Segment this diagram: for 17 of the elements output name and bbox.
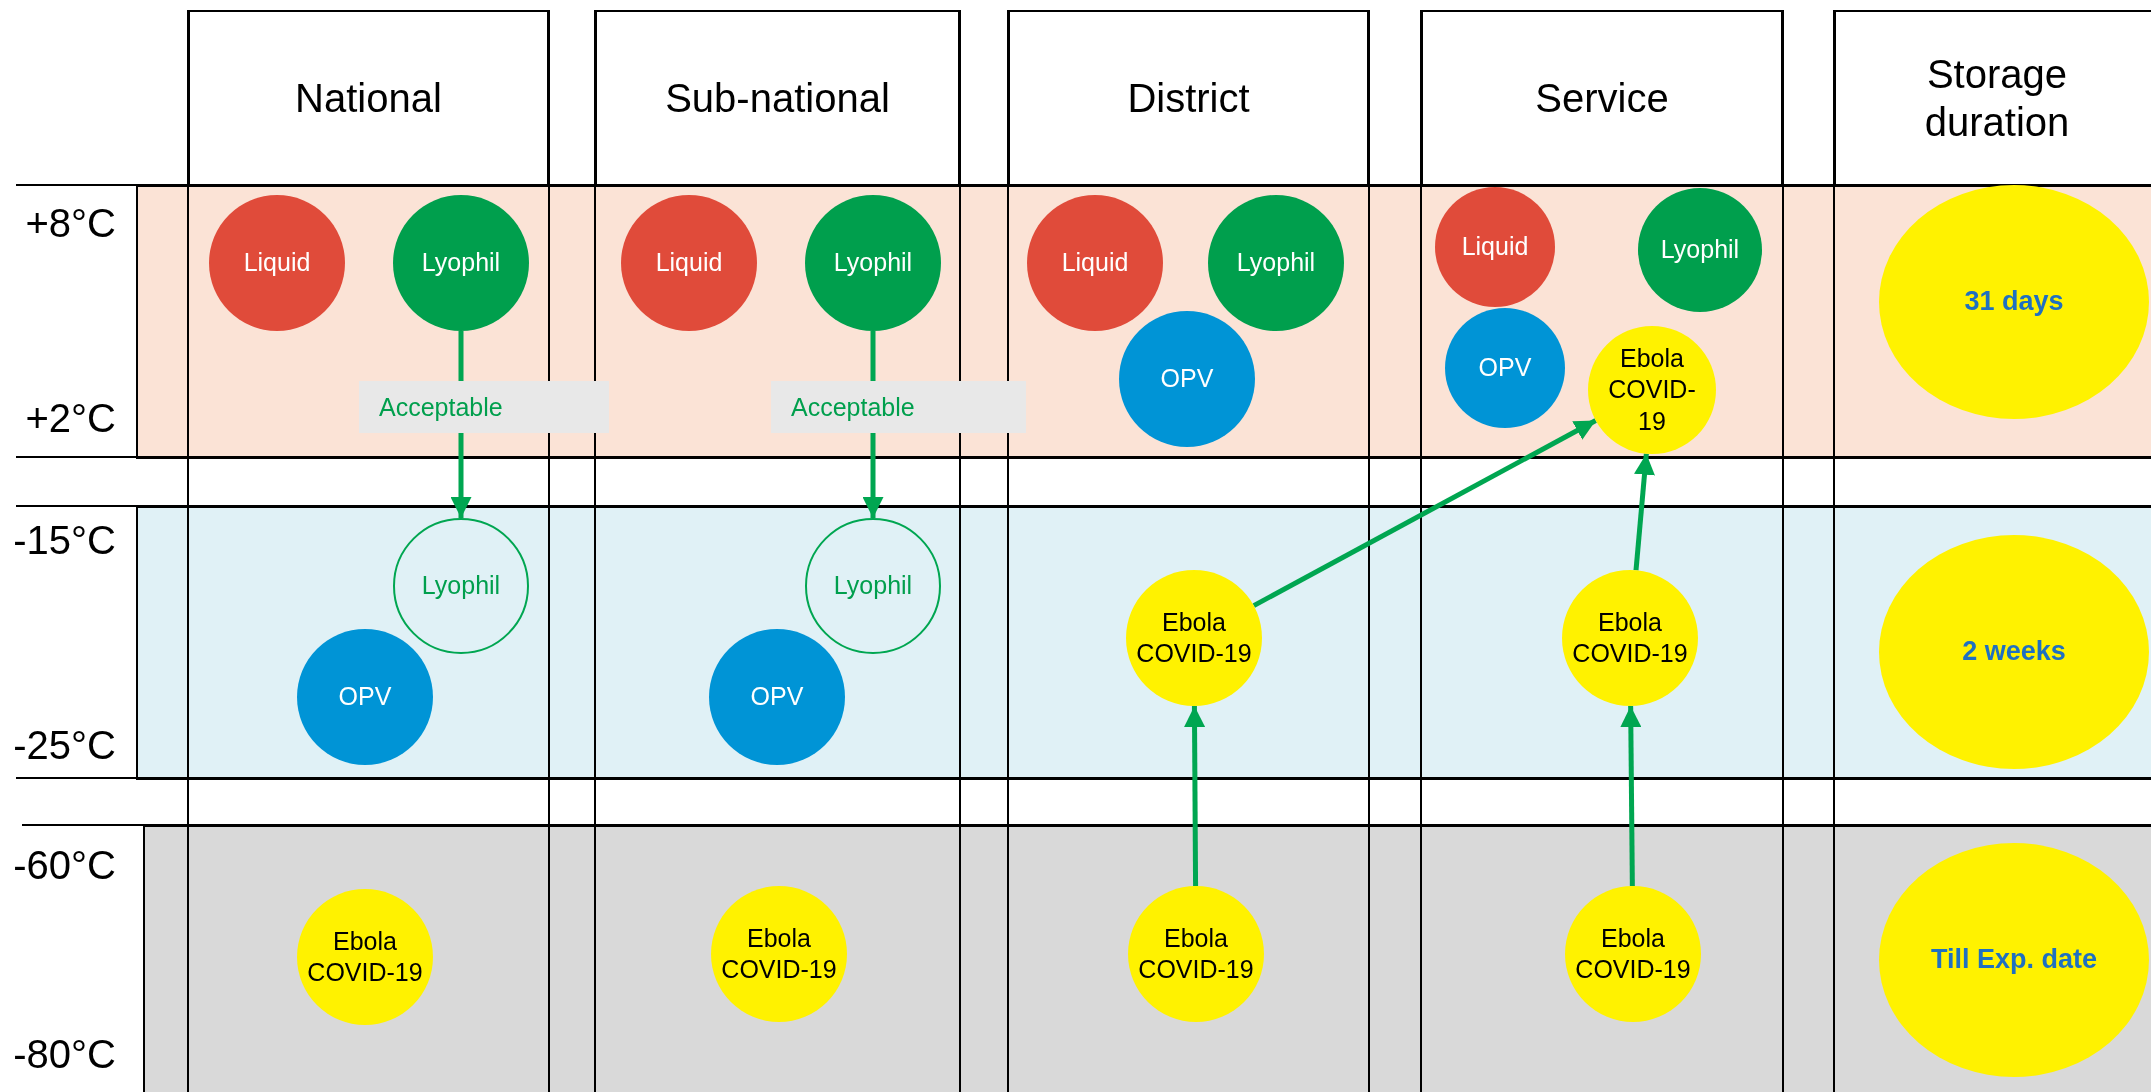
arrow xyxy=(1252,418,1597,608)
temperature-label: +2°C xyxy=(24,398,116,438)
column-header: National xyxy=(188,10,549,186)
arrow xyxy=(1620,706,1642,886)
temperature-label: -80°C xyxy=(12,1034,116,1074)
edge-label: Acceptable xyxy=(771,381,1026,433)
arrow xyxy=(1184,706,1206,886)
column-header: District xyxy=(1008,10,1369,186)
temperature-label: +8°C xyxy=(24,203,116,243)
arrow xyxy=(1633,453,1655,571)
temperature-label: -60°C xyxy=(12,845,116,885)
column-header: Storage duration xyxy=(1834,10,2151,186)
column-header: Sub-national xyxy=(595,10,960,186)
temperature-label: -15°C xyxy=(12,520,116,560)
column-header: Service xyxy=(1421,10,1783,186)
edge-label: Acceptable xyxy=(359,381,609,433)
temperature-label: -25°C xyxy=(12,725,116,765)
